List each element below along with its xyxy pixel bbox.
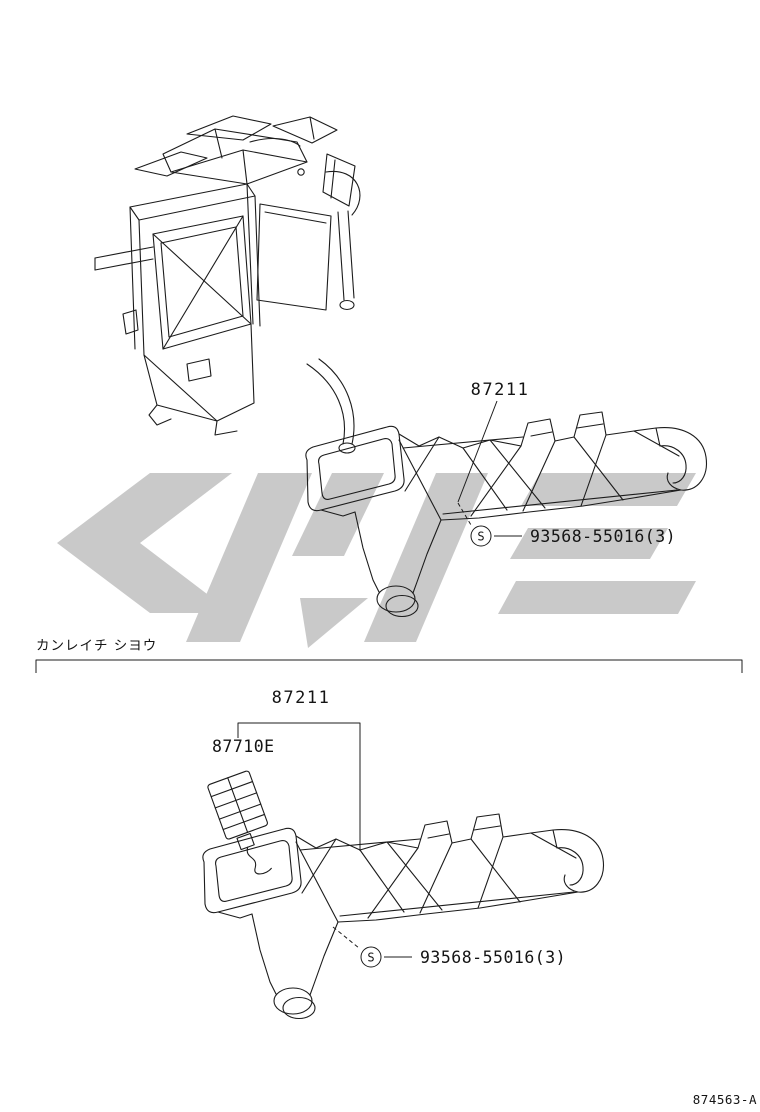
cold-region-section: カンレイチ シヨウ 87211 87710E S 93568-55016(3 bbox=[35, 638, 743, 1020]
heater-unit-drawing bbox=[94, 115, 361, 454]
screw-symbol-upper: S bbox=[477, 530, 484, 544]
leader-line-lower-fastener bbox=[332, 926, 360, 949]
watermark-logo bbox=[57, 473, 696, 648]
leader-line-upper-fastener bbox=[457, 502, 472, 526]
screw-symbol-lower: S bbox=[367, 951, 374, 965]
resistor-part-number: 87710E bbox=[212, 737, 275, 756]
screw-symbol-circle-lower bbox=[360, 946, 382, 968]
section-bracket bbox=[35, 659, 743, 673]
lower-duct-part-number: 87211 bbox=[272, 688, 331, 708]
drawing-number: 874563-A bbox=[693, 1092, 757, 1107]
upper-fastener-callout: S 93568-55016(3) bbox=[457, 502, 676, 547]
watermark-shape bbox=[510, 528, 668, 559]
cold-region-note: カンレイチ シヨウ bbox=[36, 638, 157, 654]
screw-part-number-upper: 93568-55016(3) bbox=[530, 527, 676, 546]
upper-duct-part-number: 87211 bbox=[471, 380, 530, 400]
watermark-shape bbox=[57, 473, 232, 613]
leader-line-upper-duct bbox=[457, 400, 498, 503]
defroster-duct-drawing-lower bbox=[202, 813, 605, 1020]
upper-duct-callout: 87211 bbox=[457, 380, 530, 503]
watermark-shape bbox=[521, 473, 696, 506]
lower-label-bracket bbox=[237, 722, 361, 851]
resistor-drawing bbox=[207, 770, 272, 875]
screw-part-number-lower: 93568-55016(3) bbox=[420, 948, 566, 967]
screw-symbol-circle-upper bbox=[470, 525, 492, 547]
watermark-shape bbox=[300, 598, 368, 648]
watermark-shape bbox=[186, 473, 312, 642]
watermark-shape bbox=[498, 581, 696, 614]
